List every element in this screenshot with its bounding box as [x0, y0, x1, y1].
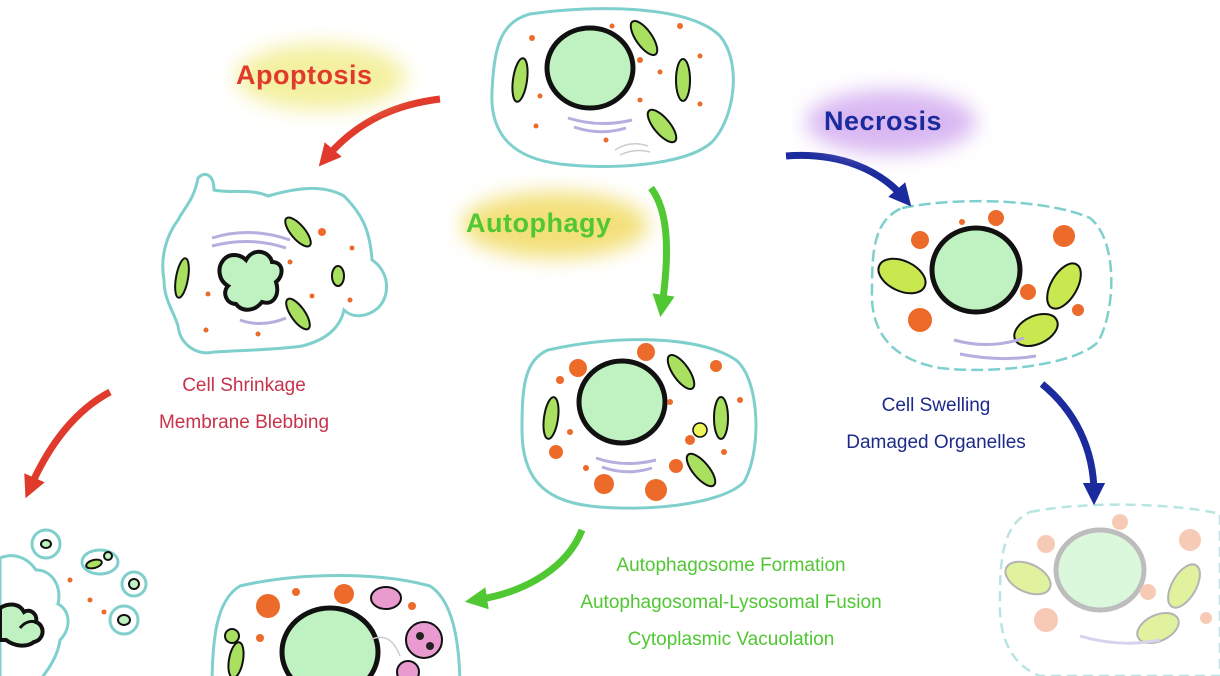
ruptured-cell	[998, 503, 1220, 676]
nucleus	[1053, 527, 1147, 613]
mitochondrion	[675, 58, 691, 102]
vacuole	[396, 660, 420, 676]
mitochondrion	[511, 57, 529, 103]
mitochondrion	[227, 641, 245, 676]
nucleus	[544, 25, 636, 111]
necrosis-line-1: Cell Swelling	[881, 395, 991, 416]
autophagic-cell	[520, 338, 758, 510]
vacuole	[405, 621, 443, 659]
autophagy-arrow-2	[464, 528, 586, 610]
mitochondrion	[629, 19, 659, 57]
mitochondrion	[331, 265, 345, 287]
necrosis-line-2: Damaged Organelles	[846, 432, 1026, 453]
apoptotic-cell	[161, 173, 388, 355]
autophagy-title: Autophagy	[466, 208, 612, 238]
necrosis-arrow-2	[1039, 381, 1106, 506]
condensed-nucleus	[217, 249, 284, 312]
apoptosis-line-2: Membrane Blebbing	[158, 412, 330, 433]
necrosis-glow	[806, 90, 976, 154]
mitochondrion	[666, 353, 696, 391]
vacuole	[370, 586, 402, 610]
mitochondrion	[713, 396, 729, 440]
golgi	[211, 230, 291, 325]
autophagy-glow	[462, 192, 648, 258]
nucleus	[929, 225, 1023, 315]
autophagy-line-1: Autophagosome Formation	[616, 555, 846, 576]
mitochondrion	[224, 628, 240, 644]
apoptotic-bodies	[0, 528, 148, 676]
apoptosis-glow	[236, 44, 406, 110]
necrosis-description: Cell Swelling Damaged Organelles	[808, 387, 1064, 461]
apoptosis-description: Cell Shrinkage Membrane Blebbing	[128, 367, 360, 441]
swollen-mitochondrion	[1046, 262, 1082, 310]
autophagosome	[692, 422, 708, 438]
mitochondrion	[685, 452, 717, 488]
autophagy-description: Autophagosome Formation Autophagosomal-L…	[526, 547, 936, 658]
apoptosis-title: Apoptosis	[236, 60, 373, 90]
necrosis-arrow	[785, 151, 912, 207]
normal-cell	[490, 7, 735, 168]
swollen-mitochondrion	[1136, 611, 1180, 645]
apoptosis-arrow-2	[24, 388, 112, 499]
nucleus	[279, 605, 381, 676]
mitochondrion	[542, 396, 560, 440]
mitochondrion	[646, 108, 678, 144]
golgi	[567, 116, 633, 134]
mitochondrion	[174, 257, 190, 299]
necrosis-title: Necrosis	[824, 106, 943, 136]
mitochondrion	[284, 216, 312, 248]
swollen-mitochondrion	[1167, 563, 1201, 609]
apoptosis-line-1: Cell Shrinkage	[182, 375, 306, 396]
mitochondrion	[285, 297, 311, 331]
autophagy-line-3: Cytoplasmic Vacuolation	[627, 629, 835, 650]
golgi	[595, 456, 657, 474]
nucleus	[576, 358, 668, 446]
vacuolated-cell	[210, 574, 462, 676]
necrotic-cell	[870, 199, 1113, 372]
autophagy-arrow	[648, 185, 675, 318]
golgi	[953, 336, 1037, 361]
swollen-mitochondrion	[877, 257, 927, 295]
apoptosis-arrow	[318, 95, 441, 167]
er	[614, 143, 651, 156]
swollen-mitochondrion	[1004, 560, 1052, 596]
autophagy-line-2: Autophagosomal-Lysosomal Fusion	[580, 592, 882, 613]
